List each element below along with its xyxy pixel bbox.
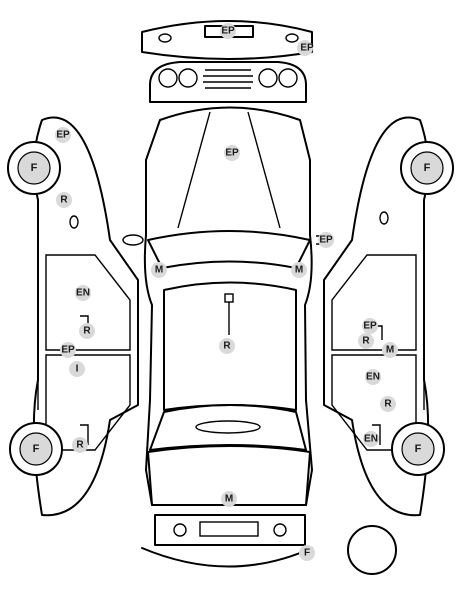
marker-code: R [384,399,392,410]
marker-code: I [76,364,79,375]
marker-code: EP [363,321,377,332]
marker-left-fender[interactable]: EP [55,127,71,143]
marker-code: EP [61,345,75,356]
spare-part-circle[interactable] [347,525,397,575]
wheel-label: F [31,162,38,174]
marker-left-front-handle[interactable]: R [79,323,95,339]
wheel-label: F [33,443,40,455]
marker-hood[interactable]: EP [224,145,240,161]
marker-right-headlight[interactable]: EP [318,232,334,248]
marker-code: R [223,341,231,352]
marker-code: R [362,336,370,347]
marker-code: M [386,345,394,356]
marker-right-rear-handle[interactable]: EN [363,431,379,447]
marker-code: EN [366,372,380,383]
marker-bumper-top-corner[interactable]: EP [297,40,314,56]
marker-code: M [225,494,233,505]
marker-bumper-top-label[interactable]: EP [220,23,236,39]
marker-trunk[interactable]: M [221,491,237,507]
marker-code: M [155,265,163,276]
marker-left-front-door-top[interactable]: R [56,192,72,208]
marker-code: F [304,548,310,559]
marker-right-rear-panel[interactable]: R [380,396,396,412]
front-grille[interactable] [149,61,307,103]
marker-code: EN [364,434,378,445]
marker-right-mirror[interactable]: M [291,262,307,278]
marker-code: EP [225,148,239,159]
marker-code: R [76,440,84,451]
marker-code: EP [221,26,235,37]
wheel-label: F [415,443,422,455]
left-rear-wheel[interactable]: F [9,422,63,476]
marker-code: EP [300,43,314,54]
marker-code: M [295,265,303,276]
marker-left-front-door[interactable]: EN [75,285,91,301]
marker-right-front-door-top[interactable]: EP [362,318,378,334]
wheel-label: F [424,162,431,174]
marker-left-pillar[interactable]: EP [60,342,76,358]
marker-right-rear-door[interactable]: EN [365,369,381,385]
marker-code: EN [76,288,90,299]
marker-roof[interactable]: R [219,338,235,354]
marker-bumper-bottom[interactable]: F [299,545,315,561]
marker-right-front-handle[interactable]: R [358,333,374,349]
marker-left-mirror[interactable]: M [151,262,167,278]
marker-left-rear-door[interactable]: I [69,361,85,377]
rear-bumper[interactable] [141,514,313,568]
marker-code: R [60,195,68,206]
right-front-wheel[interactable]: F [400,141,454,195]
left-front-wheel[interactable]: F [7,141,61,195]
right-rear-wheel[interactable]: F [391,422,445,476]
marker-code: R [83,326,91,337]
marker-left-rear-handle[interactable]: R [72,437,88,453]
marker-code: EP [56,130,70,141]
marker-code: EP [319,235,333,246]
marker-right-mirror-side[interactable]: M [382,342,398,358]
car-body-top-view[interactable] [122,106,334,506]
